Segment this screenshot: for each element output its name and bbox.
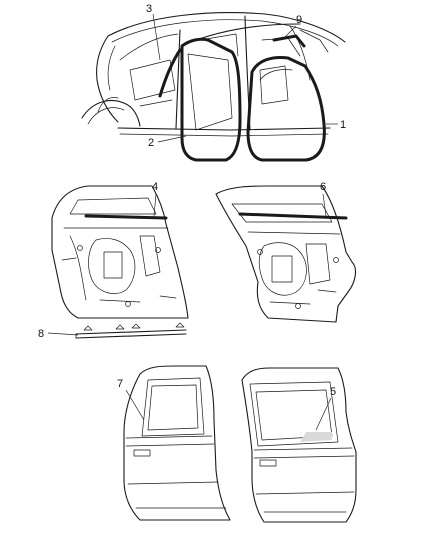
rear-door-opening-weatherstrip xyxy=(180,37,242,162)
rear-door-inner-frame xyxy=(51,185,189,319)
door-belt-molding-strip xyxy=(75,322,187,339)
windshield-pillar-seal xyxy=(272,34,306,48)
callout-leaders xyxy=(47,13,338,431)
callout-8: 8 xyxy=(38,328,44,340)
callout-5: 5 xyxy=(330,386,336,398)
callout-4: 4 xyxy=(152,181,158,193)
callout-6: 6 xyxy=(320,181,326,193)
callout-2: 2 xyxy=(148,137,154,149)
callout-3: 3 xyxy=(146,3,152,15)
molding-clip-fastener xyxy=(83,322,185,331)
front-door-inner-frame xyxy=(215,185,357,323)
rear-door-outer-panel xyxy=(123,365,231,521)
rear-door-glass-run-channel xyxy=(84,214,168,220)
vehicle-body-illustration xyxy=(81,12,346,137)
front-door-glass-run-channel xyxy=(238,212,348,220)
callout-9: 9 xyxy=(296,14,302,26)
callout-7: 7 xyxy=(117,378,123,390)
front-door-opening-weatherstrip xyxy=(246,56,326,162)
callout-1: 1 xyxy=(340,119,346,131)
front-door-outer-panel xyxy=(241,367,357,523)
roof-rail-weatherstrip xyxy=(158,23,301,98)
